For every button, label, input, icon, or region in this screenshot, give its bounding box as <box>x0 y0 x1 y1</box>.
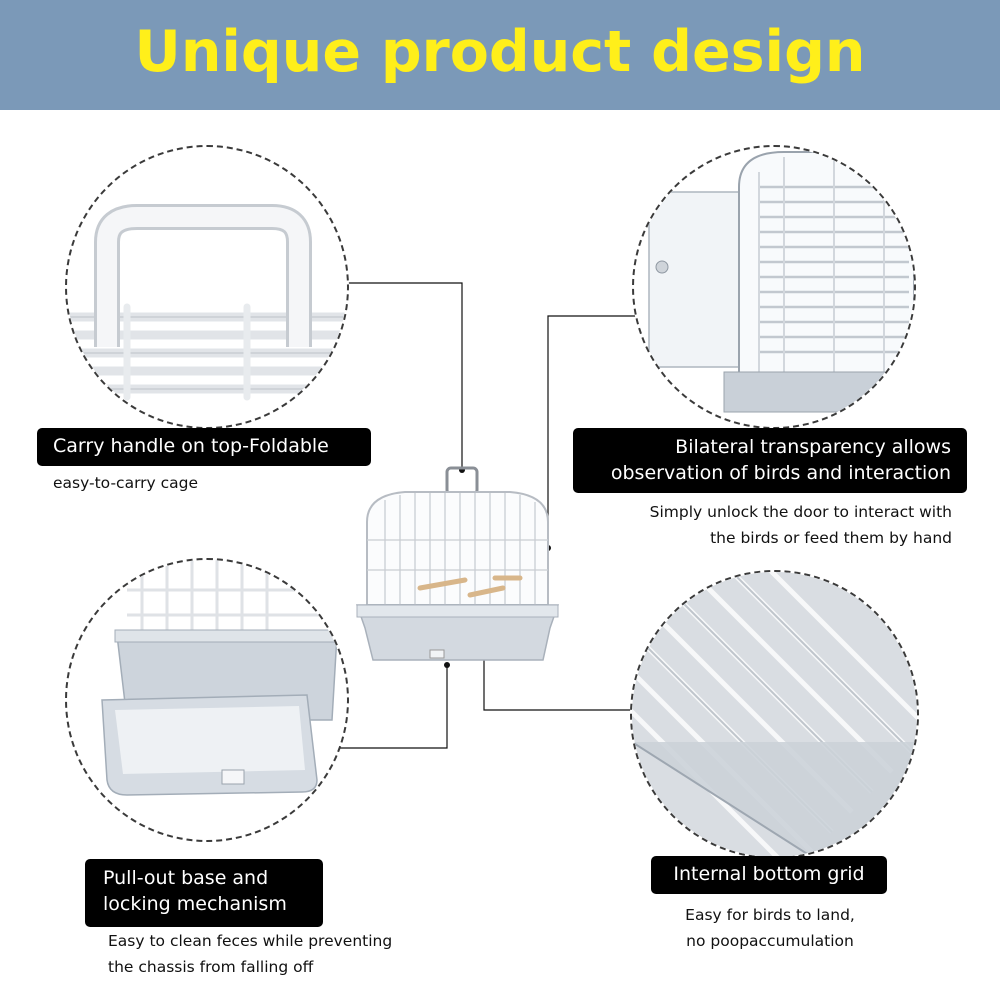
handle-detail-circle <box>65 145 349 429</box>
base-detail-circle <box>65 558 349 842</box>
header-banner: Unique product design <box>0 0 1000 110</box>
feature-transparency-title: Bilateral transparency allows observatio… <box>573 428 967 493</box>
page-title: Unique product design <box>134 19 866 85</box>
feature-handle-desc: easy-to-carry cage <box>53 474 199 492</box>
feature-base-title: Pull-out base and locking mechanism <box>85 859 323 927</box>
feature-transparency-desc: Simply unlock the door to interact with … <box>649 503 952 547</box>
cage-product-image <box>345 460 570 665</box>
grid-detail-circle <box>630 570 919 859</box>
feature-grid-title: Internal bottom grid <box>651 856 887 894</box>
feature-base-desc: Easy to clean feces while preventing the… <box>108 932 393 976</box>
transparency-detail-circle <box>632 145 916 429</box>
feature-handle-title: Carry handle on top-Foldable <box>37 428 371 466</box>
feature-grid-desc: Easy for birds to land, no poopaccumulat… <box>685 906 855 950</box>
